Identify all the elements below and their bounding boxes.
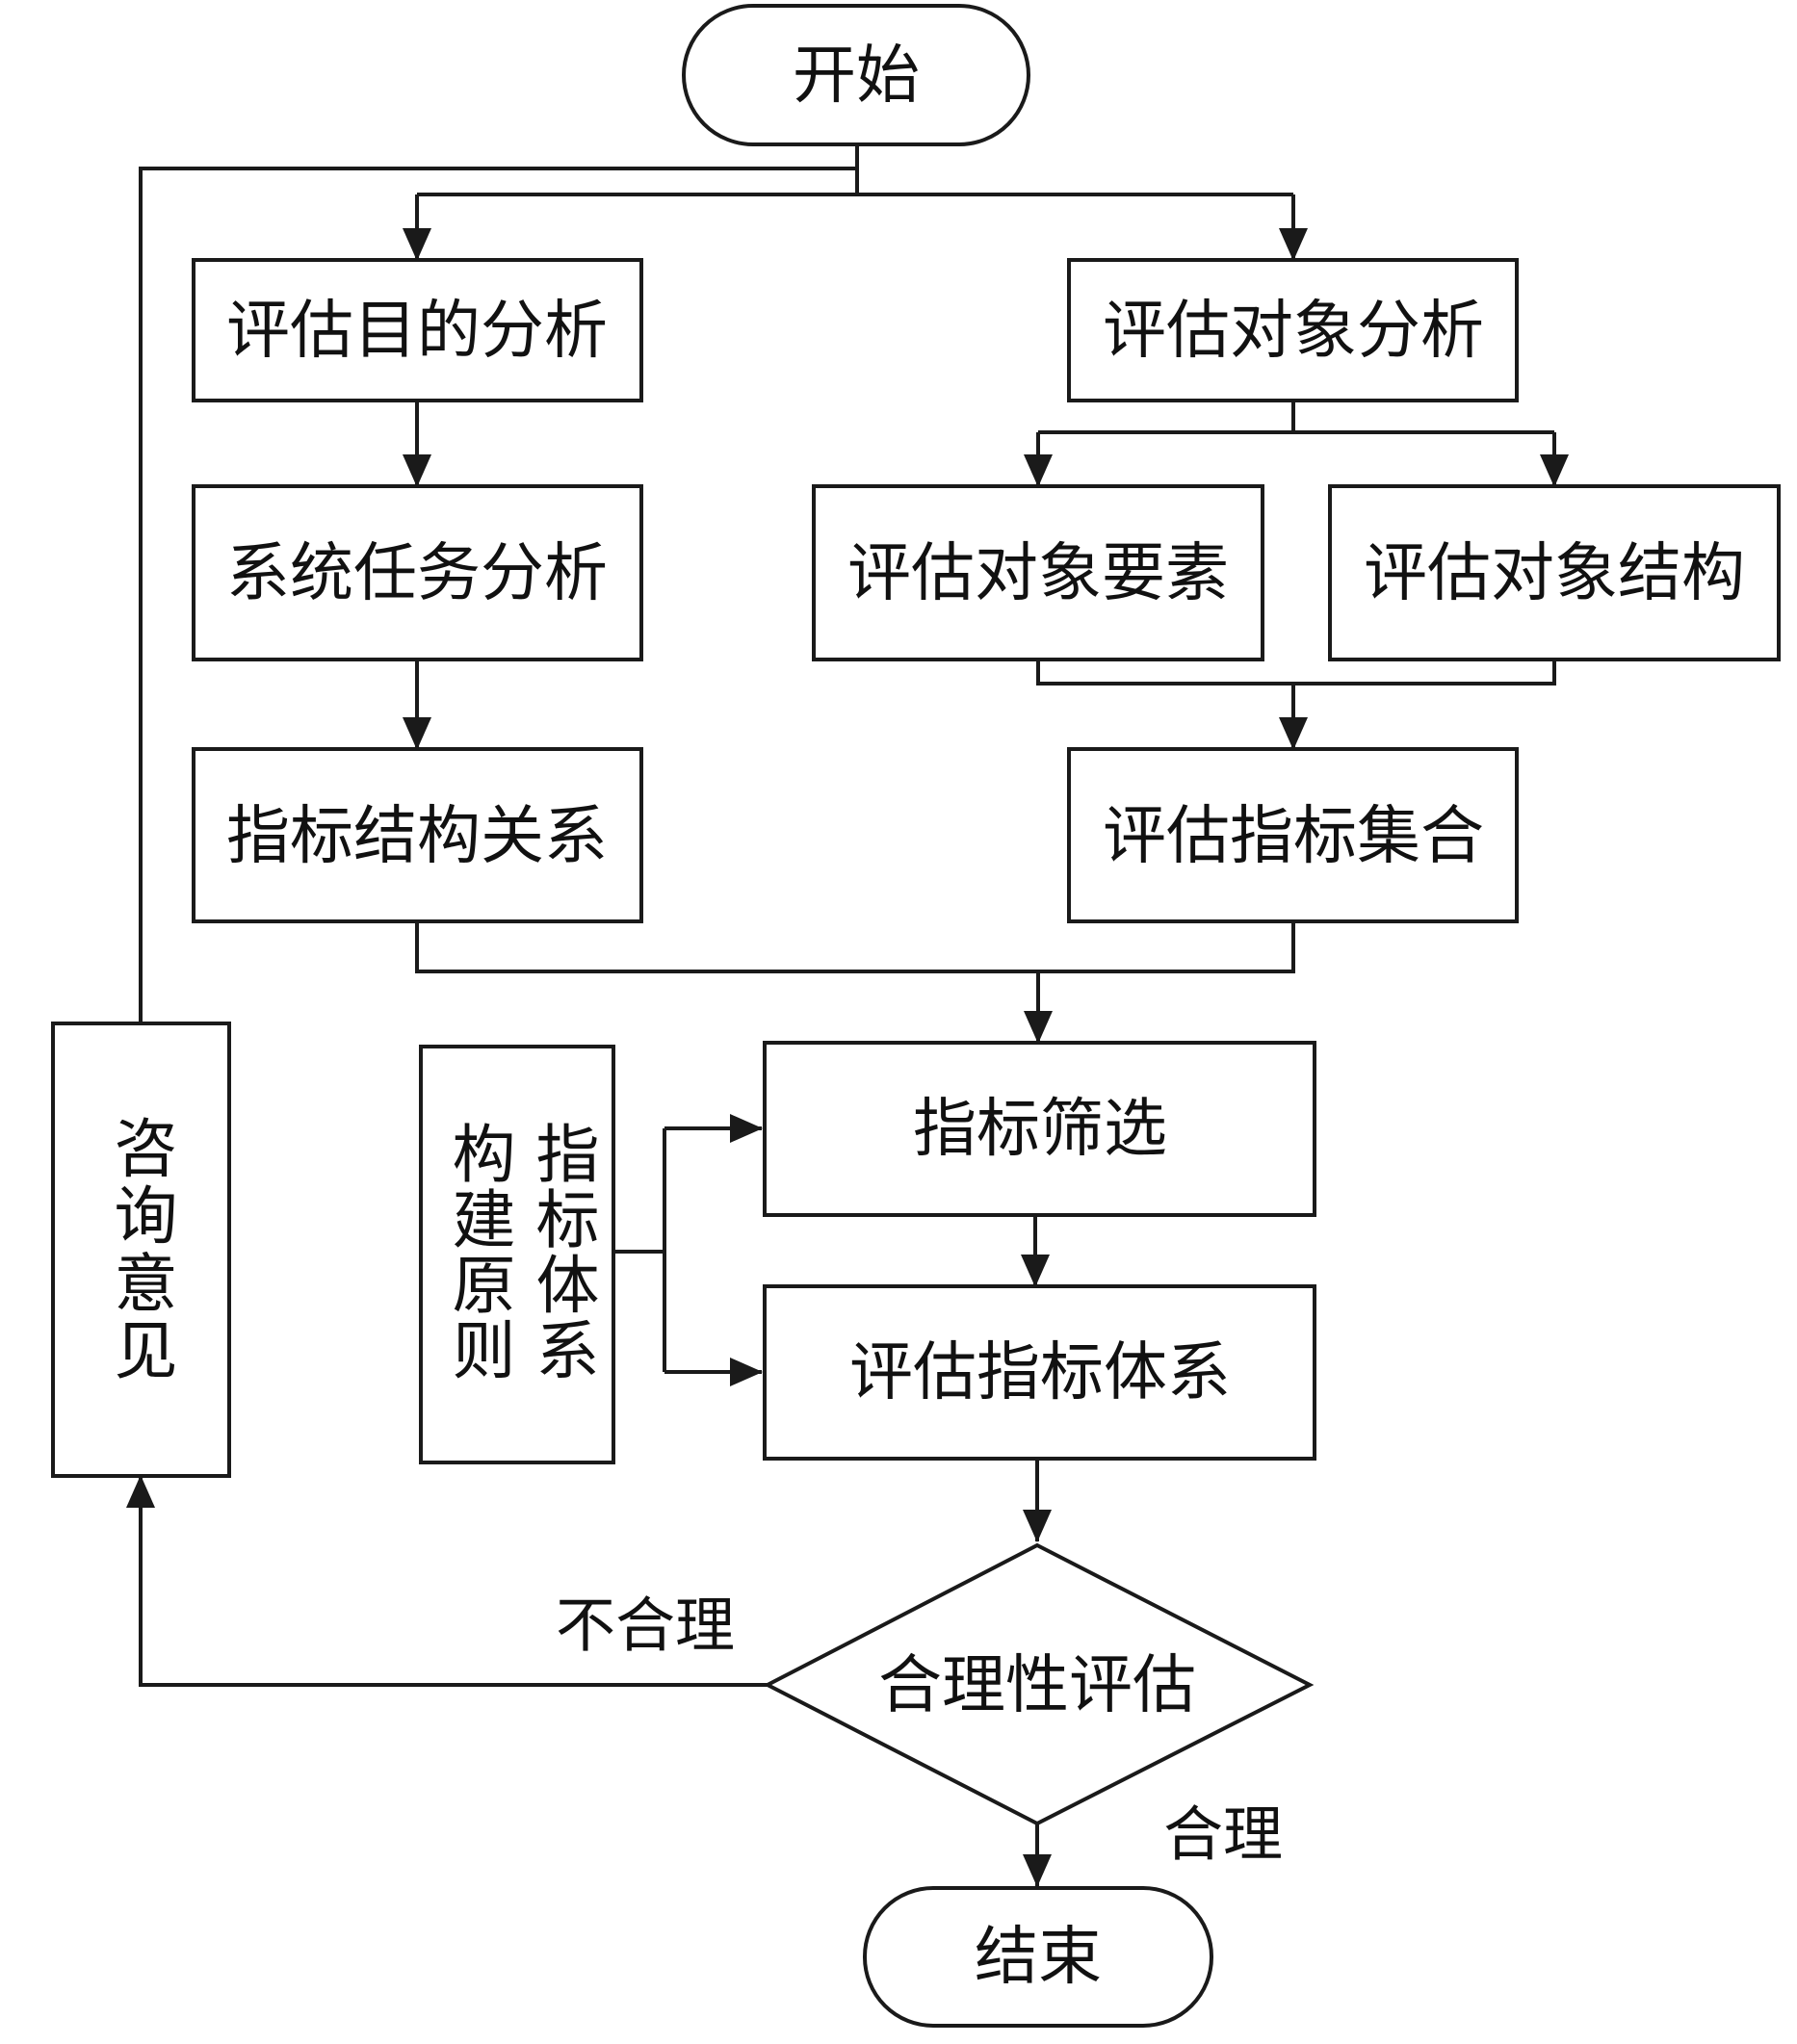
index-structure-label: 指标结构关系	[226, 799, 608, 873]
object-analysis-node: 评估对象分析	[1067, 258, 1519, 402]
principles-label-right: 指标体系	[526, 1121, 600, 1383]
consultation-label: 咨询意见	[104, 1115, 178, 1384]
purpose-analysis-node: 评估目的分析	[192, 258, 643, 402]
unreasonable-label: 不合理	[556, 1591, 735, 1661]
index-screening-label: 指标筛选	[913, 1092, 1167, 1166]
edge-merge-elements-structure	[1036, 660, 1556, 686]
connectors	[126, 144, 1569, 1887]
index-set-label: 评估指标集合	[1103, 799, 1484, 873]
object-structure-node: 评估对象结构	[1328, 484, 1781, 661]
end-node: 结束	[863, 1886, 1213, 2028]
index-system-node: 评估指标体系	[763, 1284, 1316, 1461]
end-label: 结束	[975, 1920, 1102, 1994]
index-system-label: 评估指标体系	[849, 1335, 1231, 1410]
principles-label-left: 构建原则	[442, 1121, 516, 1383]
principles-node: 指标体系 构建原则	[419, 1045, 615, 1464]
edge-merge-columns	[415, 921, 1295, 973]
index-structure-node: 指标结构关系	[192, 747, 643, 923]
object-analysis-label: 评估对象分析	[1103, 294, 1484, 368]
task-analysis-node: 系统任务分析	[192, 484, 643, 661]
edge-feedback-loop	[139, 167, 857, 1023]
index-set-node: 评估指标集合	[1067, 747, 1519, 923]
object-elements-node: 评估对象要素	[812, 484, 1264, 661]
object-structure-label: 评估对象结构	[1364, 536, 1745, 610]
reasonable-label: 合理	[1163, 1799, 1283, 1870]
index-screening-node: 指标筛选	[763, 1041, 1316, 1217]
consultation-node: 咨询意见	[51, 1022, 231, 1478]
start-label: 开始	[793, 39, 920, 113]
start-node: 开始	[682, 4, 1030, 146]
edge-unreasonable	[126, 1475, 768, 1687]
object-elements-label: 评估对象要素	[847, 536, 1229, 610]
rationality-decision: 合理性评估	[763, 1542, 1315, 1826]
rationality-label: 合理性评估	[878, 1648, 1196, 1722]
task-analysis-label: 系统任务分析	[226, 536, 608, 610]
purpose-analysis-label: 评估目的分析	[226, 294, 608, 368]
